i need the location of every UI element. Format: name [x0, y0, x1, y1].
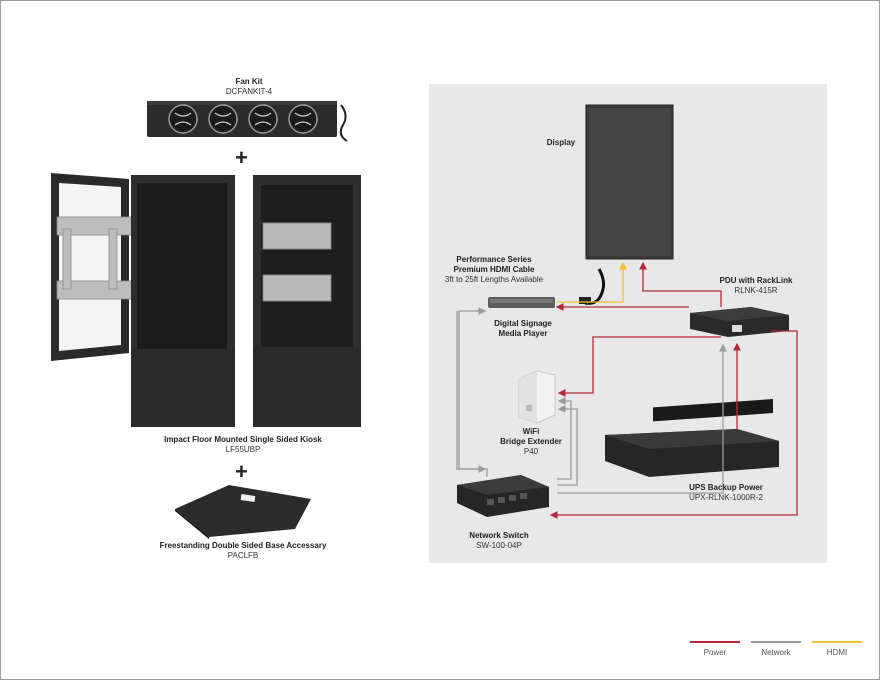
- legend-hdmi: HDMI: [812, 641, 862, 657]
- pdu-name: PDU with RackLink: [719, 276, 793, 285]
- legend-power-label: Power: [703, 648, 727, 657]
- switch-label: Network Switch SW-100-04P: [451, 531, 547, 551]
- kiosk-label: Impact Floor Mounted Single Sided Kiosk …: [123, 435, 363, 455]
- legend-network-label: Network: [761, 648, 791, 657]
- media-player-name-2: Media Player: [498, 329, 548, 338]
- wifi-label: WiFi Bridge Extender P40: [489, 427, 573, 457]
- hdmi-cable-name-2: Premium HDMI Cable: [453, 265, 535, 274]
- display-label: Display: [531, 138, 591, 148]
- hdmi-cable-name-1: Performance Series: [456, 255, 532, 264]
- media-player-device: [488, 297, 555, 308]
- ups-device: [605, 399, 779, 477]
- fan-kit-model: DCFANKIT-4: [225, 87, 273, 96]
- wifi-name-1: WiFi: [522, 427, 540, 436]
- legend-power-swatch: [690, 641, 740, 643]
- pdu-device: [690, 307, 789, 337]
- legend-hdmi-swatch: [812, 641, 862, 643]
- fan-kit-name: Fan Kit: [235, 77, 263, 86]
- base-name: Freestanding Double Sided Base Accessary: [159, 541, 327, 550]
- hdmi-link: [557, 261, 627, 303]
- display-device: [585, 104, 674, 260]
- hdmi-cable-label: Performance Series Premium HDMI Cable 3f…: [431, 255, 557, 285]
- media-player-label: Digital Signage Media Player: [475, 319, 571, 339]
- kiosk-image: [51, 173, 361, 427]
- base-image: [175, 485, 311, 539]
- legend-hdmi-label: HDMI: [826, 648, 848, 657]
- fan-kit-label: Fan Kit DCFANKIT-4: [189, 77, 309, 97]
- pdu-model: RLNK-415R: [734, 286, 778, 295]
- power-links: [549, 261, 798, 519]
- media-player-name-1: Digital Signage: [494, 319, 552, 328]
- network-links: [456, 307, 727, 494]
- base-label: Freestanding Double Sided Base Accessary…: [123, 541, 363, 561]
- ups-label: UPS Backup Power UPX-RLNK-1000R-2: [661, 483, 791, 503]
- kiosk-model: LF55UBP: [225, 445, 261, 454]
- legend-network-swatch: [751, 641, 801, 643]
- base-model: PACLFB: [227, 551, 259, 560]
- fan-kit-image: [147, 101, 348, 142]
- wifi-device: [518, 370, 556, 424]
- switch-model: SW-100-04P: [476, 541, 522, 550]
- wifi-model: P40: [523, 447, 539, 456]
- legend-network: Network: [751, 641, 801, 657]
- kiosk-name: Impact Floor Mounted Single Sided Kiosk: [164, 435, 322, 444]
- display-name: Display: [546, 138, 576, 147]
- plus-symbol-2: +: [235, 459, 248, 484]
- legend-power: Power: [690, 641, 740, 657]
- pdu-label: PDU with RackLink RLNK-415R: [701, 276, 811, 296]
- hdmi-cable-device: [579, 268, 606, 305]
- ups-model: UPX-RLNK-1000R-2: [689, 493, 763, 502]
- wifi-name-2: Bridge Extender: [500, 437, 562, 446]
- ups-name: UPS Backup Power: [689, 483, 763, 492]
- hdmi-cable-detail: 3ft to 25ft Lengths Available: [444, 275, 544, 284]
- switch-device: [457, 475, 549, 517]
- plus-symbol-1: +: [235, 145, 248, 170]
- switch-name: Network Switch: [469, 531, 529, 540]
